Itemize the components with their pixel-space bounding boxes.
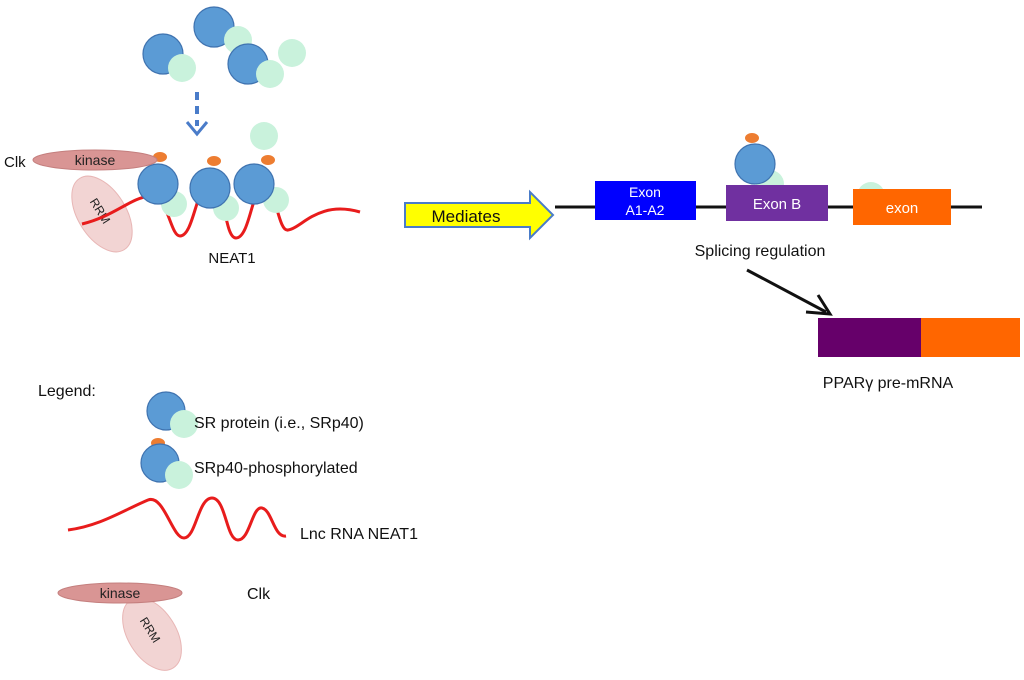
pparg-pre-mrna-label: PPARγ pre-mRNA [823, 375, 954, 392]
dashed-arrow-down [185, 92, 209, 137]
bound-sr-proteins [137, 152, 289, 221]
legend-title: Legend: [38, 383, 96, 400]
legend-clk-label: Clk [247, 586, 271, 603]
clk-rrm-domain: RRM [71, 175, 133, 253]
legend-phosphorylated-icon [140, 438, 193, 489]
clk-label: Clk [4, 154, 26, 171]
exon-c: exon [853, 189, 951, 225]
pparg-mrna-bar [818, 318, 1020, 357]
legend-kinase-label: kinase [100, 585, 141, 601]
legend-clk-icon: RRM kinase [57, 582, 183, 671]
exon-b: Exon B [726, 185, 828, 221]
splicing-regulation-label: Splicing regulation [695, 243, 826, 260]
mediates-arrow: Mediates [404, 189, 555, 241]
phosphorylated-sr-protein-on-exon [734, 133, 784, 198]
neat1-label: NEAT1 [208, 250, 255, 267]
clk-kinase-domain: kinase [32, 149, 158, 171]
mediates-label: Mediates [432, 207, 501, 226]
legend-sr-protein-icon [146, 391, 198, 438]
legend-phosphorylated-label: SRp40-phosphorylated [194, 460, 358, 477]
sr-protein [142, 33, 196, 82]
sr-protein-green-fragment [278, 39, 306, 67]
legend-lnc-rna-icon [67, 496, 287, 542]
exon-a1-a2: Exon A1-A2 [595, 181, 696, 220]
kinase-label: kinase [75, 152, 116, 168]
legend-sr-protein-label: SR protein (i.e., SRp40) [194, 415, 364, 432]
free-sr-proteins [142, 6, 306, 88]
phosphorylated-sr-protein [189, 156, 239, 221]
exon-a-label-line2: A1-A2 [626, 202, 665, 218]
exon-c-label: exon [886, 200, 919, 217]
splicing-arrow [746, 268, 833, 316]
sr-protein-green-fragment [250, 122, 278, 150]
phosphorylated-sr-protein [233, 155, 289, 213]
exon-b-label: Exon B [753, 196, 801, 213]
legend-lnc-rna-label: Lnc RNA NEAT1 [300, 526, 418, 543]
exon-a-label-line1: Exon [629, 184, 661, 200]
sr-protein [227, 43, 284, 88]
